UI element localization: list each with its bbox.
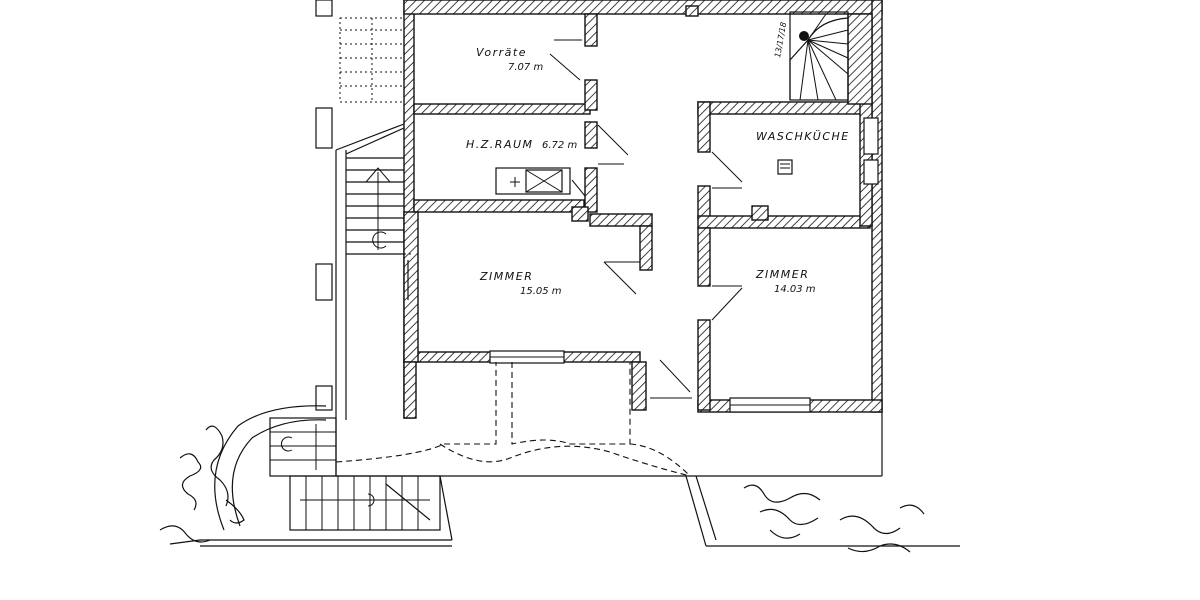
terrace-outline: [335, 362, 883, 477]
south-ramp: [685, 475, 960, 547]
room-name-vorraete: Vorräte: [476, 46, 527, 59]
upper-dotted-stair: [315, 0, 414, 411]
stair-label: 13/17/18: [773, 21, 788, 58]
vegetation-sketch-left: [159, 425, 245, 545]
windows: [489, 117, 879, 413]
room-name-hz-raum: H.Z.RAUM: [466, 138, 534, 151]
room-labels: Vorräte 7.07 m H.Z.RAUM 6.72 m WASCHKÜCH…: [466, 46, 850, 297]
room-name-waschkueche: WASCHKÜCHE: [756, 130, 850, 143]
vegetation-sketch-right: [743, 484, 925, 553]
entrance-stairs: [200, 405, 453, 547]
room-name-zimmer-left: ZIMMER: [479, 270, 533, 283]
basin-symbol: [777, 159, 793, 175]
spiral-stair: [789, 11, 849, 101]
room-name-zimmer-right: ZIMMER: [755, 268, 809, 281]
room-area-hz-raum: 6.72 m: [542, 140, 577, 151]
room-area-vorraete: 7.07 m: [508, 62, 543, 73]
room-area-zimmer-right: 14.03 m: [774, 284, 816, 295]
furnace-symbol: [495, 167, 586, 197]
door-swings: [549, 39, 743, 399]
room-area-zimmer-left: 15.05 m: [520, 286, 562, 297]
west-stairs: [335, 123, 405, 420]
